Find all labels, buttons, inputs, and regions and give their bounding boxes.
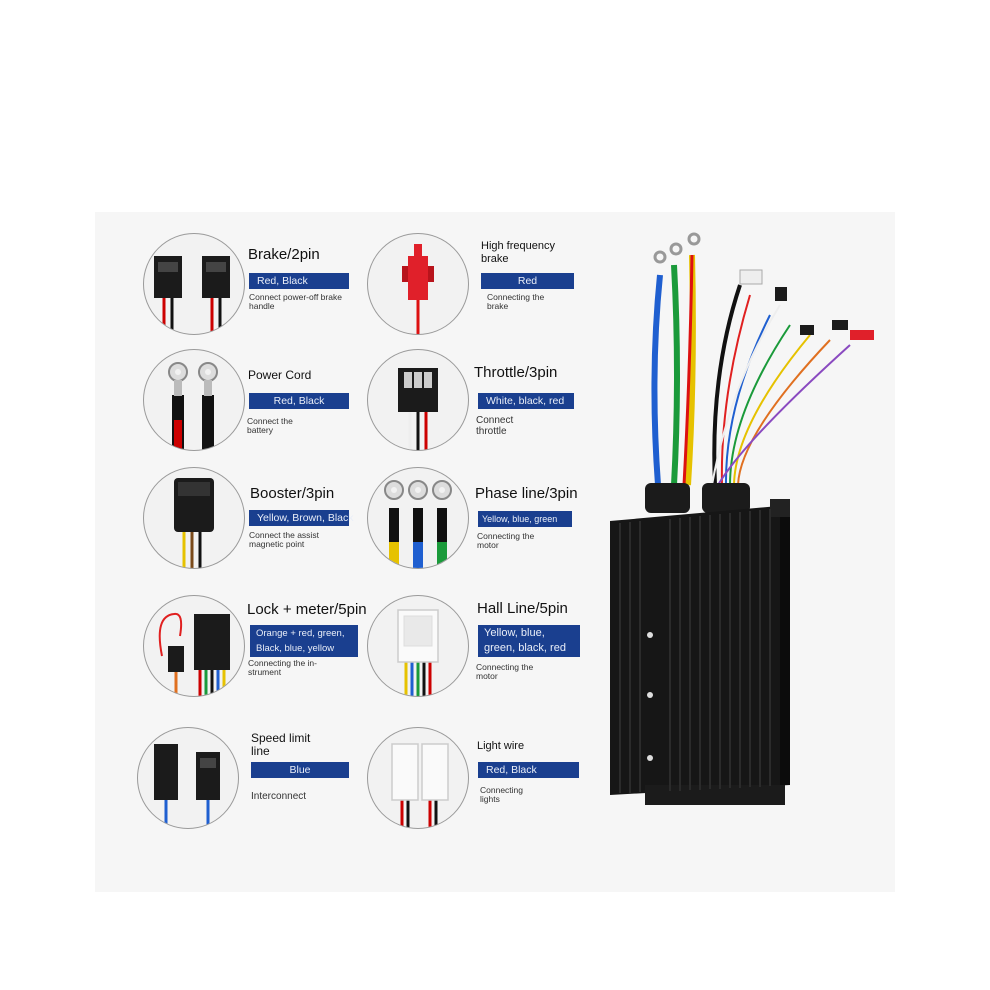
hf-brake-connector-image [367,233,469,335]
speed-limit-wires-label: Blue [251,762,349,778]
phase-line-title: Phase line/3pin [475,485,578,502]
booster-wires-label: Yellow, Brown, Black [249,510,354,526]
throttle-title: Throttle/3pin [474,364,558,381]
throttle-connector-image [367,349,469,451]
power-cord-image [143,349,245,451]
hall-line-desc: Connecting the motor [476,662,534,681]
speed-limit-title: Speed limit line [251,731,311,758]
lock-meter-title: Lock + meter/5pin [247,601,367,618]
booster-desc: Connect the assist magnetic point [249,530,319,549]
phase-line-image [367,467,469,569]
booster-connector-image [143,467,245,569]
lock-meter-desc: Connecting the in-strument [248,658,317,677]
throttle-desc: Connect throttle [476,415,514,437]
hall-line-wires-label: Yellow, blue, green, black, red [478,625,580,657]
light-wire-title: Light wire [477,740,525,752]
lock-meter-wires-label: Orange + red, green, Black, blue, yellow [250,625,358,657]
speed-limit-connector-image [137,727,239,829]
brake-connector-image [143,233,245,335]
phase-line-wires-label: Yellow, blue, green [478,511,572,527]
light-wire-connector-image [367,727,469,829]
controller-image [600,225,890,825]
hf-brake-title: High frequency brake [481,240,555,265]
power-cord-wires-label: Red, Black [249,393,349,409]
speed-limit-desc: Interconnect [251,791,307,802]
phase-line-desc: Connecting the motor [477,531,535,550]
hf-brake-desc: Connecting the brake [487,292,545,311]
brake-title: Brake/2pin [248,246,320,263]
hall-line-connector-image [367,595,469,697]
power-cord-title: Power Cord [248,368,312,382]
hf-brake-wires-label: Red [481,273,574,289]
hall-line-title: Hall Line/5pin [477,600,568,617]
throttle-wires-label: White, black, red [478,393,574,409]
booster-title: Booster/3pin [250,485,335,502]
lock-meter-connector-image [143,595,245,697]
brake-wires-label: Red, Black [249,273,349,289]
power-cord-desc: Connect the battery [247,416,293,435]
light-wire-desc: Connecting lights [480,785,524,804]
brake-desc: Connect power-off brake handle [249,292,342,311]
light-wire-wires-label: Red, Black [478,762,579,778]
